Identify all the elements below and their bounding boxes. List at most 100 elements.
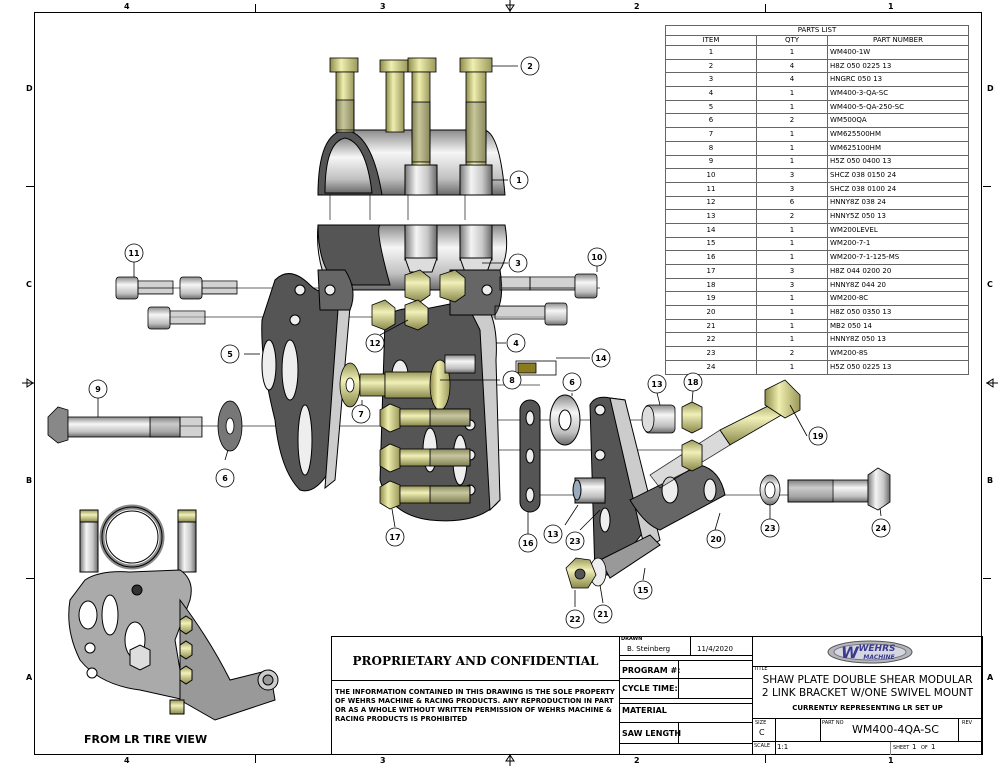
balloon-circle [385, 527, 405, 547]
balloon-number: 4 [513, 339, 519, 348]
part-plate-5 [261, 273, 353, 492]
balloon-circle [591, 348, 611, 368]
zone-top-1: 1 [888, 2, 894, 11]
balloon-number: 2 [527, 62, 533, 71]
balloon-circle [808, 426, 828, 446]
scale-value: 1:1 [777, 743, 789, 751]
size-value: C [759, 728, 765, 737]
balloon-callout: 19 [808, 426, 828, 446]
center-mark-top-icon [505, 0, 515, 12]
sheet-label: SHEET [893, 745, 910, 751]
balloon-number: 17 [389, 533, 400, 542]
part-bolts-17 [379, 403, 471, 510]
zone-right-b: B [987, 476, 994, 485]
balloon-number: 15 [637, 586, 649, 595]
balloon-callout: 3 [508, 253, 528, 273]
zone-right-a: A [987, 673, 994, 682]
proprietary-notice: THE INFORMATION CONTAINED IN THIS DRAWIN… [335, 688, 615, 723]
balloon-circle [365, 333, 385, 353]
balloon-number: 7 [358, 410, 364, 419]
part-spacers-7-8 [339, 354, 476, 411]
zone-bottom-3: 3 [380, 756, 386, 765]
balloon-number: 21 [597, 610, 609, 619]
balloon-callout: 13 [543, 524, 563, 544]
zone-tick [983, 578, 991, 579]
part-swivel-19 [629, 464, 726, 531]
balloon-number: 10 [591, 253, 603, 262]
balloon-callout: 10 [587, 247, 607, 267]
part-clamp-top [317, 129, 506, 196]
balloon-callout: 9 [88, 379, 108, 399]
balloon-circle [508, 253, 528, 273]
balloon-callout: 2 [520, 56, 540, 76]
balloon-callout: 21 [593, 604, 613, 624]
balloon-callout: 14 [591, 348, 611, 368]
zone-tick [765, 4, 766, 12]
balloon-circle [543, 524, 563, 544]
balloon-number: 23 [764, 524, 775, 533]
part-no-value: WM400-4QA-SC [852, 723, 939, 736]
zone-tick [765, 755, 766, 763]
balloon-number: 16 [522, 539, 534, 548]
drawn-date: 11/4/2020 [697, 645, 733, 653]
balloon-circle [593, 604, 613, 624]
column-header-part-number: PART NUMBER [827, 35, 969, 46]
part-nuts-12 [371, 269, 466, 331]
logo-subtext: MACHINE [863, 654, 895, 661]
sheet-total: 1 [931, 743, 936, 751]
balloon-number: 1 [516, 176, 522, 185]
sheet-number: 1 [912, 743, 917, 751]
zone-left-a: A [26, 673, 33, 682]
balloon-number: 13 [651, 380, 662, 389]
zone-tick [983, 186, 991, 187]
title-block [752, 636, 983, 755]
zone-tick [255, 4, 256, 12]
part-link-16 [519, 394, 581, 513]
part-no-label: PART NO [822, 720, 844, 726]
part-bolt-20 [649, 379, 801, 489]
proprietary-heading: PROPRIETARY AND CONFIDENTIAL [352, 654, 599, 668]
part-level-14 [515, 360, 557, 376]
balloon-callout: 5 [220, 344, 240, 364]
drawn-label: DRAWN [621, 636, 643, 642]
center-mark-left-icon [22, 378, 34, 388]
zone-top-2: 2 [634, 2, 640, 11]
balloon-circle [351, 404, 371, 424]
balloon-circle [633, 580, 653, 600]
zone-tick [26, 186, 34, 187]
balloon-number: 12 [369, 339, 380, 348]
balloon-circle [88, 379, 108, 399]
scale-label: SCALE [754, 743, 771, 749]
zone-right-c: C [987, 280, 993, 289]
balloon-circle [220, 344, 240, 364]
balloon-circle [871, 518, 891, 538]
detail-view-lr-tire [68, 504, 279, 721]
zone-left-b: B [26, 476, 33, 485]
balloon-callout: 13 [647, 374, 667, 394]
rev-label: REV [962, 720, 973, 726]
balloon-number: 5 [227, 350, 233, 359]
balloon-circle [587, 247, 607, 267]
balloon-circle [706, 529, 726, 549]
balloon-callout: 23 [760, 518, 780, 538]
balloon-number: 11 [128, 249, 140, 258]
part-bolts-2 [329, 57, 493, 166]
balloon-number: 14 [595, 354, 607, 363]
balloon-callout: 24 [871, 518, 891, 538]
parts-qty-cell: 1 [756, 359, 828, 375]
zone-bottom-2: 2 [634, 756, 640, 765]
balloon-callout: 16 [518, 533, 538, 553]
balloon-circle [215, 468, 235, 488]
